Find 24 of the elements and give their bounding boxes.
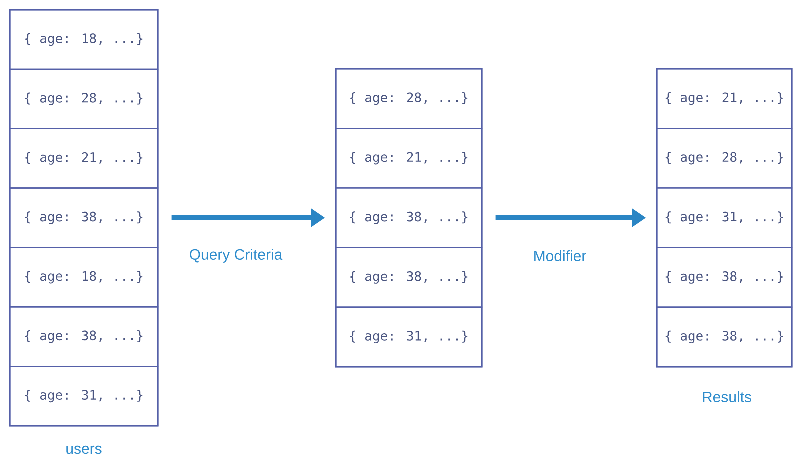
document-row: { age: 38, ...} bbox=[335, 247, 483, 308]
document-row: { age: 31, ...} bbox=[335, 306, 483, 368]
document-row: { age: 38, ...} bbox=[9, 306, 159, 368]
edge-label: Modifier bbox=[534, 250, 586, 262]
document-row: { age: 28, ...} bbox=[656, 128, 793, 189]
document-row: { age: 38, ...} bbox=[656, 306, 793, 368]
document-row: { age: 18, ...} bbox=[9, 247, 159, 308]
document-row: { age: 28, ...} bbox=[335, 68, 483, 130]
document-row: { age: 31, ...} bbox=[9, 366, 159, 427]
document-row: { age: 31, ...} bbox=[656, 188, 793, 248]
edge-label: Query Criteria bbox=[190, 249, 283, 263]
document-row: { age: 38, ...} bbox=[9, 188, 159, 248]
stack-box bbox=[9, 9, 159, 427]
document-row: { age: 38, ...} bbox=[656, 247, 793, 308]
document-row: { age: 21, ...} bbox=[335, 128, 483, 189]
document-row: { age: 38, ...} bbox=[335, 188, 483, 248]
document-row: { age: 21, ...} bbox=[9, 128, 159, 189]
node-label: Results bbox=[703, 391, 752, 402]
stack-box bbox=[335, 68, 483, 368]
node-label: users bbox=[66, 446, 102, 454]
stack-box bbox=[656, 68, 793, 368]
document-row: { age: 18, ...} bbox=[9, 9, 159, 70]
document-row: { age: 28, ...} bbox=[9, 68, 159, 130]
document-row: { age: 21, ...} bbox=[656, 68, 793, 130]
